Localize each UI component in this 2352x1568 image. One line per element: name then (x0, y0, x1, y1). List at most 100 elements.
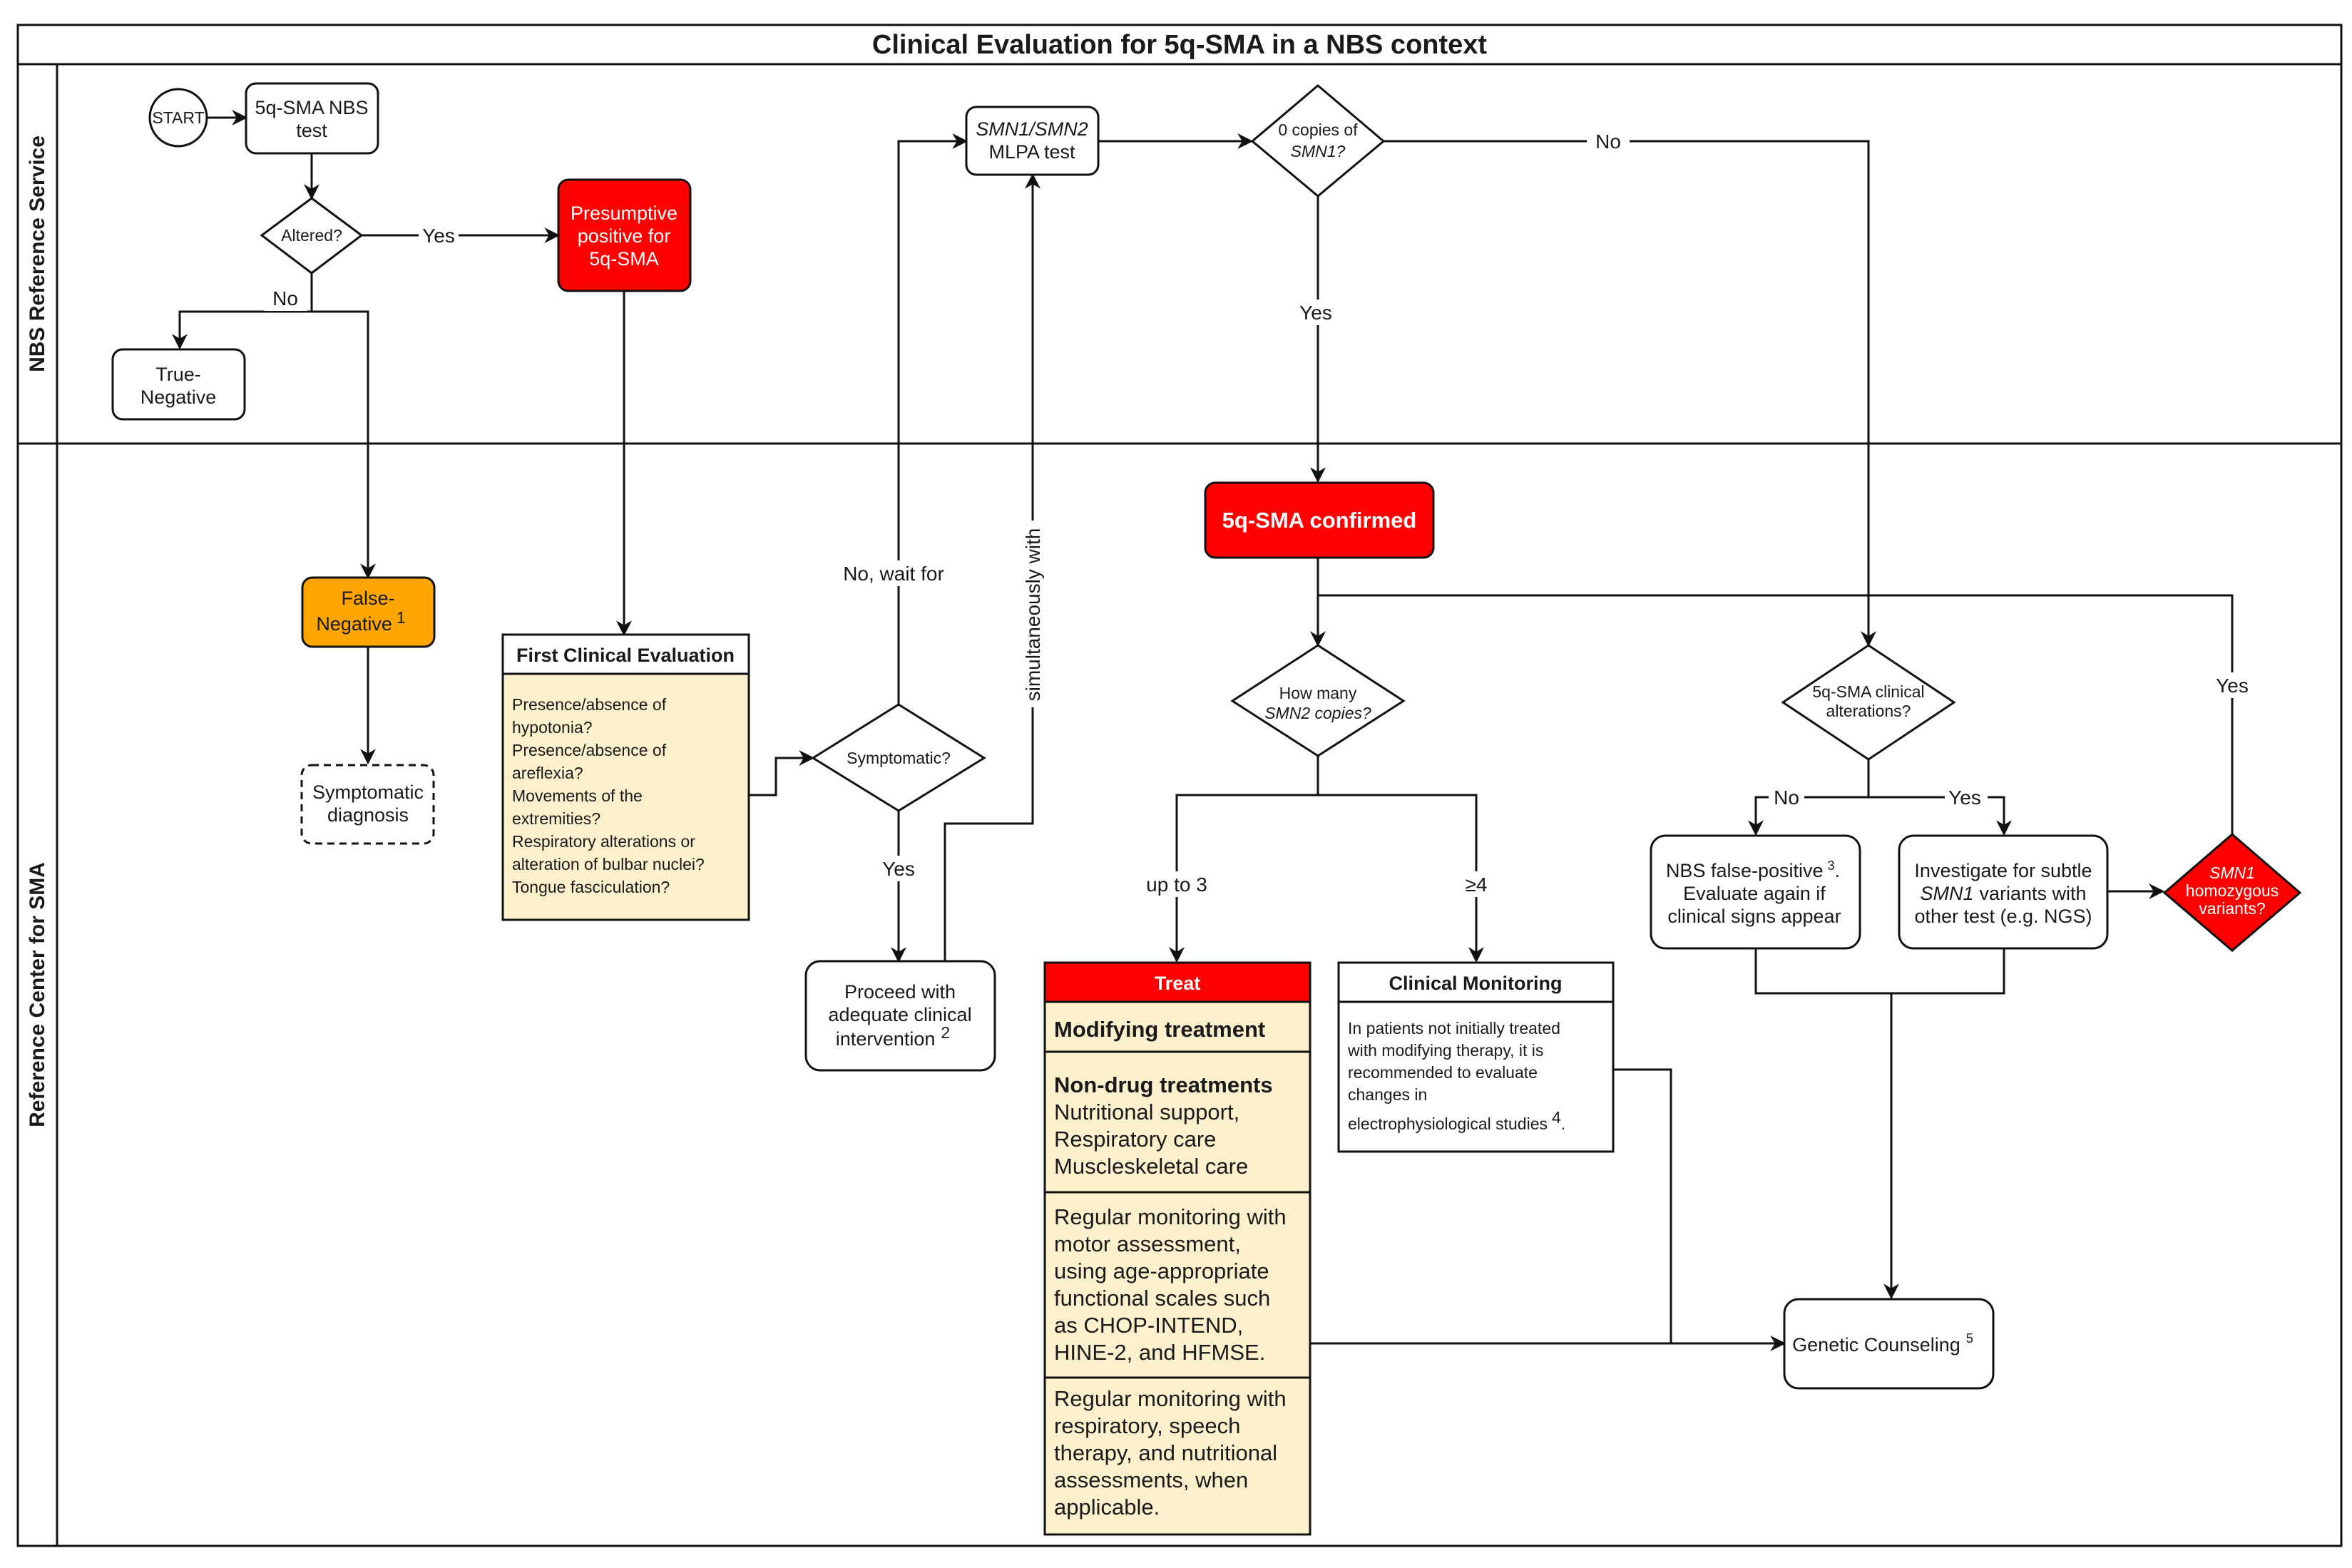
svg-text:alteration of bulbar nuclei?: alteration of bulbar nuclei? (512, 855, 705, 873)
svg-text:using age-appropriate: using age-appropriate (1054, 1259, 1269, 1283)
svg-text:Regular monitoring with: Regular monitoring with (1054, 1204, 1287, 1229)
svg-text:False-: False- (341, 588, 394, 609)
sma-confirmed-node: 5q-SMA confirmed (1204, 481, 1435, 559)
homozygous-variants-decision: SMN1 homozygous variants? (2162, 833, 2302, 952)
label-up-to-3: up to 3 (1146, 873, 1207, 896)
svg-text:therapy, and nutritional: therapy, and nutritional (1054, 1440, 1277, 1465)
svg-text:Presence/absence of: Presence/absence of (512, 741, 667, 759)
svg-text:0 copies of: 0 copies of (1278, 121, 1358, 139)
label-yes-copies: Yes (1299, 302, 1332, 324)
symptomatic-diagnosis-node: Symptomatic diagnosis (300, 764, 435, 845)
svg-text:test: test (296, 120, 327, 141)
svg-text:Nutritional support,: Nutritional support, (1054, 1100, 1239, 1124)
svg-text:SMN2 copies?: SMN2 copies? (1264, 704, 1371, 722)
svg-text:How many: How many (1279, 684, 1357, 702)
altered-decision: Altered? (260, 197, 364, 275)
svg-text:Negative: Negative (140, 386, 217, 408)
svg-text:adequate clinical: adequate clinical (828, 1004, 971, 1025)
true-negative-node: True- Negative (111, 348, 246, 421)
smn2-copies-decision: How many SMN2 copies? (1230, 644, 1406, 757)
svg-text:MLPA test: MLPA test (988, 141, 1075, 163)
svg-text:variants?: variants? (2199, 899, 2265, 918)
svg-text:applicable.: applicable. (1054, 1495, 1160, 1520)
label-ge4: ≥4 (1466, 873, 1488, 896)
svg-text:Respiratory alterations or: Respiratory alterations or (512, 832, 695, 851)
label-no-alterations: No (1774, 786, 1799, 809)
svg-text:First Clinical Evaluation: First Clinical Evaluation (516, 645, 735, 666)
label-yes-altered: Yes (422, 225, 455, 247)
svg-text:positive for: positive for (578, 225, 671, 247)
svg-text:hypotonia?: hypotonia? (512, 718, 593, 737)
svg-text:Movements of the: Movements of the (512, 786, 643, 805)
svg-text:SMN1/SMN2: SMN1/SMN2 (976, 118, 1088, 140)
treat-box: Treat Modifying treatment Non-drug treat… (1043, 961, 1312, 1536)
presumptive-positive-node: Presumptive positive for 5q-SMA (557, 178, 692, 292)
svg-text:5q-SMA NBS: 5q-SMA NBS (255, 97, 368, 118)
svg-text:Investigate for subtle: Investigate for subtle (1914, 860, 2092, 881)
svg-text:respiratory, speech: respiratory, speech (1054, 1413, 1240, 1438)
svg-text:Treat: Treat (1155, 973, 1201, 994)
svg-text:Evaluate again if: Evaluate again if (1683, 883, 1826, 904)
svg-text:homozygous: homozygous (2186, 881, 2279, 900)
svg-text:Regular monitoring with: Regular monitoring with (1054, 1386, 1287, 1411)
clinical-alterations-decision: 5q-SMA clinical alterations? (1781, 644, 1956, 761)
svg-text:In patients not initially trea: In patients not initially treated (1348, 1019, 1560, 1037)
svg-text:5q-SMA confirmed: 5q-SMA confirmed (1222, 508, 1417, 533)
svg-text:with modifying therapy, it is: with modifying therapy, it is (1347, 1041, 1543, 1060)
svg-text:Symptomatic?: Symptomatic? (847, 749, 951, 767)
svg-text:changes in: changes in (1348, 1085, 1427, 1104)
label-yes-symptomatic: Yes (882, 858, 915, 880)
diagram-title: Clinical Evaluation for 5q-SMA in a NBS … (872, 30, 1488, 60)
copies-smn1-decision: 0 copies of SMN1? (1250, 84, 1386, 198)
svg-text:other test (e.g. NGS): other test (e.g. NGS) (1914, 906, 2092, 927)
svg-text:alterations?: alterations? (1826, 702, 1911, 720)
svg-text:HINE-2, and HFMSE.: HINE-2, and HFMSE. (1054, 1340, 1265, 1365)
svg-text:Presumptive: Presumptive (571, 203, 678, 224)
svg-text:clinical signs appear: clinical signs appear (1667, 906, 1841, 927)
svg-text:as CHOP-INTEND,: as CHOP-INTEND, (1054, 1313, 1243, 1338)
edges (172, 110, 2234, 1351)
label-yes-alterations: Yes (1948, 786, 1981, 809)
mlpa-test-node: SMN1/SMN2 MLPA test (965, 106, 1100, 176)
svg-text:Non-drug treatments: Non-drug treatments (1054, 1072, 1273, 1097)
svg-text:areflexia?: areflexia? (512, 764, 583, 782)
svg-text:Tongue fasciculation?: Tongue fasciculation? (512, 878, 670, 896)
svg-text:motor assessment,: motor assessment, (1054, 1231, 1241, 1256)
svg-text:Altered?: Altered? (281, 226, 342, 245)
svg-text:Respiratory care: Respiratory care (1054, 1127, 1216, 1152)
lane-label-reference-center: Reference Center for SMA (26, 862, 49, 1127)
svg-text:Modifying treatment: Modifying treatment (1054, 1017, 1265, 1042)
svg-text:Muscleskeletal care: Muscleskeletal care (1054, 1154, 1248, 1179)
label-no-wait-for: No, wait for (843, 563, 944, 585)
first-clinical-evaluation-box: First Clinical Evaluation Presence/absen… (501, 633, 750, 921)
clinical-monitoring-box: Clinical Monitoring In patients not init… (1337, 961, 1615, 1153)
label-no-altered: No (272, 287, 298, 309)
label-simultaneously-with: simultaneously with (1022, 528, 1044, 702)
label-no-copies: No (1595, 130, 1621, 153)
lane-label-nbs-reference-service: NBS Reference Service (26, 135, 49, 372)
svg-text:extremities?: extremities? (512, 809, 600, 828)
svg-text:SMN1?: SMN1? (1291, 142, 1346, 160)
proceed-intervention-node: Proceed with adequate clinical intervent… (804, 960, 996, 1072)
svg-text:5q-SMA: 5q-SMA (589, 248, 659, 270)
svg-text:assessments, when: assessments, when (1054, 1467, 1248, 1492)
svg-text:Clinical Monitoring: Clinical Monitoring (1389, 973, 1563, 994)
svg-text:START: START (152, 108, 204, 127)
svg-text:True-: True- (155, 364, 201, 385)
svg-text:5q-SMA clinical: 5q-SMA clinical (1812, 682, 1924, 701)
symptomatic-decision: Symptomatic? (811, 703, 986, 812)
svg-text:recommended to evaluate: recommended to evaluate (1348, 1063, 1538, 1082)
svg-text:diagnosis: diagnosis (327, 804, 409, 826)
svg-text:Presence/absence of: Presence/absence of (512, 695, 667, 714)
